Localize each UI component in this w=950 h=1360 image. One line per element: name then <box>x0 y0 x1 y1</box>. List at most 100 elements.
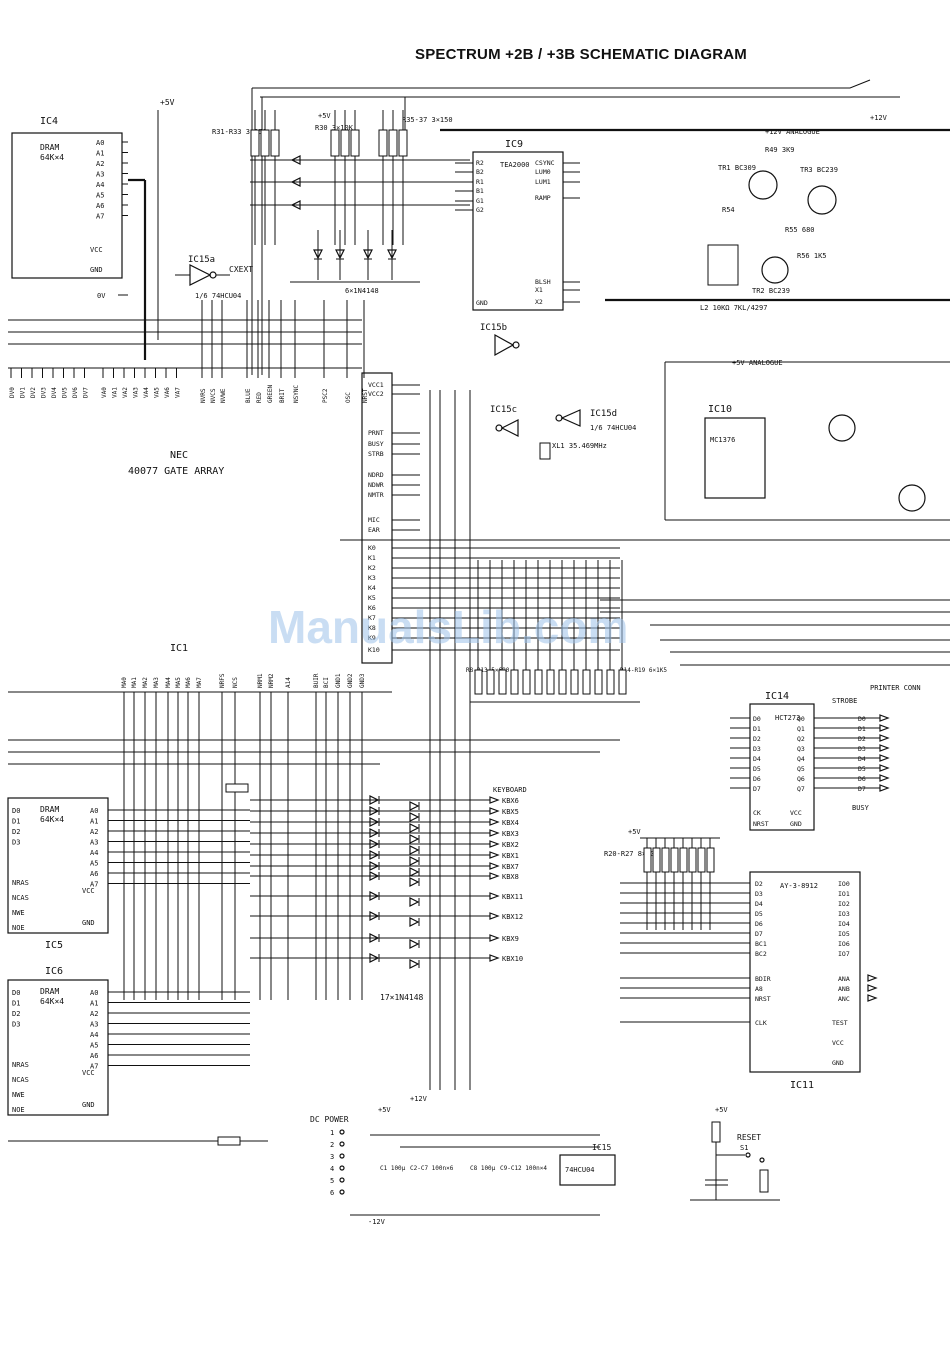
dram-pin: A1 <box>90 818 98 826</box>
r56-label: R56 1K5 <box>797 252 827 260</box>
ic14-out: Q5 <box>797 765 805 773</box>
dram-left-pin: NOE <box>12 1106 25 1114</box>
gate-array-pin-labels: VCC1VCC2PRNTBUSYSTRBNDRDNDWRNMTRMICEARK0… <box>368 381 420 654</box>
ic4-pin: A6 <box>96 202 104 210</box>
top-resistor-arrays: R31-R33 3×150 R30 3×10K R35-37 3×150 +5V <box>212 110 470 245</box>
dram-pin: A7 <box>90 1063 98 1071</box>
dram-left-pin: NCAS <box>12 894 29 902</box>
keyboard-diodes: KEYBOARD 17×1N4148 KBX6KBX5KBX4KBX3KBX2K… <box>250 786 527 1002</box>
ic6-pin-labels: A0A1A2A3A4A5A6A7VCCGNDD0D1D2D3NRASNCASNW… <box>12 989 250 1114</box>
ic15b-ref: IC15b <box>480 323 507 333</box>
ic4-pin: A3 <box>96 171 104 179</box>
bus-pin-ctrl: BRIT <box>279 388 286 403</box>
dc-power-label: DC POWER <box>310 1115 349 1124</box>
ic9-pin: R1 <box>476 178 484 186</box>
dram-left-pin: NCAS <box>12 1076 29 1084</box>
ic14-pin: D7 <box>753 785 761 793</box>
power-rails <box>251 79 950 666</box>
ic9-pin: LUM1 <box>535 178 551 186</box>
ic15b-inverter: IC15b <box>480 323 520 357</box>
crystal-xl1: XL1 35.469MHz <box>539 442 607 460</box>
gate-pin: K0 <box>368 544 376 552</box>
ic1-ref: IC1 <box>170 643 188 654</box>
dram-left-pin: D1 <box>12 1000 20 1008</box>
ic9-pin: BLSH <box>535 278 551 286</box>
power-pin: 6 <box>330 1189 334 1197</box>
ic11-out: ANC <box>838 995 850 1003</box>
ic5-ref: IC5 <box>45 940 63 951</box>
ic4-pin: A5 <box>96 192 104 200</box>
kb-port: KBX7 <box>502 863 519 871</box>
gate-pin: NMTR <box>368 491 384 499</box>
gate-pin: PRNT <box>368 429 384 437</box>
ic9-diode-array: 6×1N4148 <box>290 230 420 295</box>
ic9-pin: GND <box>476 299 488 307</box>
ic4-type: DRAM <box>40 143 59 152</box>
dram-pin: A3 <box>90 839 98 847</box>
ic9-pin: RAMP <box>535 194 551 202</box>
bus-pin-dv: DV5 <box>62 387 69 398</box>
ic14-out: Q1 <box>797 725 805 733</box>
ay-pullup-resistors: R20-R27 8×10K +5V <box>604 828 720 930</box>
ic11-pin: D2 <box>755 880 763 888</box>
ic4-size: 64K×4 <box>40 153 64 162</box>
gate-pin: K4 <box>368 584 376 592</box>
ic6-type: DRAM <box>40 987 59 996</box>
analogue5-label: +5V ANALOGUE <box>732 359 783 367</box>
ic11-ref: IC11 <box>790 1080 814 1091</box>
ic11-sound-chip: IC11 AY-3-8912 D2D3D4D5D6D7BC1BC2BDIRA8N… <box>620 871 878 1091</box>
bus-pin-va: VA5 <box>154 387 161 398</box>
gate-pin: NDRD <box>368 471 384 479</box>
ic11-pin: NRST <box>755 995 771 1003</box>
printer-pin: D3 <box>858 745 866 753</box>
dram-pin: A5 <box>90 860 98 868</box>
kb-port: KBX9 <box>502 935 519 943</box>
ic4-pin: A2 <box>96 160 104 168</box>
analogue12-label: +12V ANALOGUE <box>765 128 820 136</box>
c8-label: C8 100µ <box>470 1165 496 1172</box>
kb-port: KBX11 <box>502 893 523 901</box>
kb-port: KBX12 <box>502 913 523 921</box>
power-pin: 3 <box>330 1153 334 1161</box>
power-plus5: +5V <box>378 1106 391 1114</box>
ic4-zero-v: 0V <box>97 292 106 300</box>
c9-label: C9-C12 100n×4 <box>500 1165 547 1172</box>
bus-pin-ctrl: NSYNC <box>293 385 300 403</box>
dram-left-pin: D2 <box>12 828 20 836</box>
tr1-label: TR1 BC309 <box>718 164 756 172</box>
ic14-pin: D3 <box>753 745 761 753</box>
ic1-pin: MA4 <box>165 677 172 688</box>
ic15c-inverter: IC15c <box>490 405 519 437</box>
dram-pin: A4 <box>90 849 98 857</box>
ic14-ref: IC14 <box>765 691 789 702</box>
dram-left-pin: D0 <box>12 807 20 815</box>
gate-pin: VCC2 <box>368 390 384 398</box>
kb-port: KBX5 <box>502 808 519 816</box>
power-minus12: -12V <box>368 1218 386 1226</box>
ic9-pin: LUM0 <box>535 168 551 176</box>
ic1-pin: NRFS <box>219 673 226 688</box>
ic4-pin: A1 <box>96 150 104 158</box>
ic4-pin: VCC <box>90 246 103 254</box>
gate-pin: K2 <box>368 564 376 572</box>
diodes-kb-label: 17×1N4148 <box>380 993 424 1002</box>
ic14-pin: D1 <box>753 725 761 733</box>
ic14-out: Q7 <box>797 785 805 793</box>
printer-pin: D2 <box>858 735 866 743</box>
power-pin: 2 <box>330 1141 334 1149</box>
ic11-out: IO5 <box>838 930 850 938</box>
diodes-ic9-label: 6×1N4148 <box>345 287 379 295</box>
ic11-pin: VCC <box>832 1039 844 1047</box>
dram-pin: VCC <box>82 887 95 895</box>
ic14-pin: D2 <box>753 735 761 743</box>
reset-circuit: RESET S1 +5V <box>690 1106 780 1201</box>
bus-pin-va: VA1 <box>112 387 119 398</box>
ic14-out: Q0 <box>797 715 805 723</box>
dram-pin: A2 <box>90 828 98 836</box>
